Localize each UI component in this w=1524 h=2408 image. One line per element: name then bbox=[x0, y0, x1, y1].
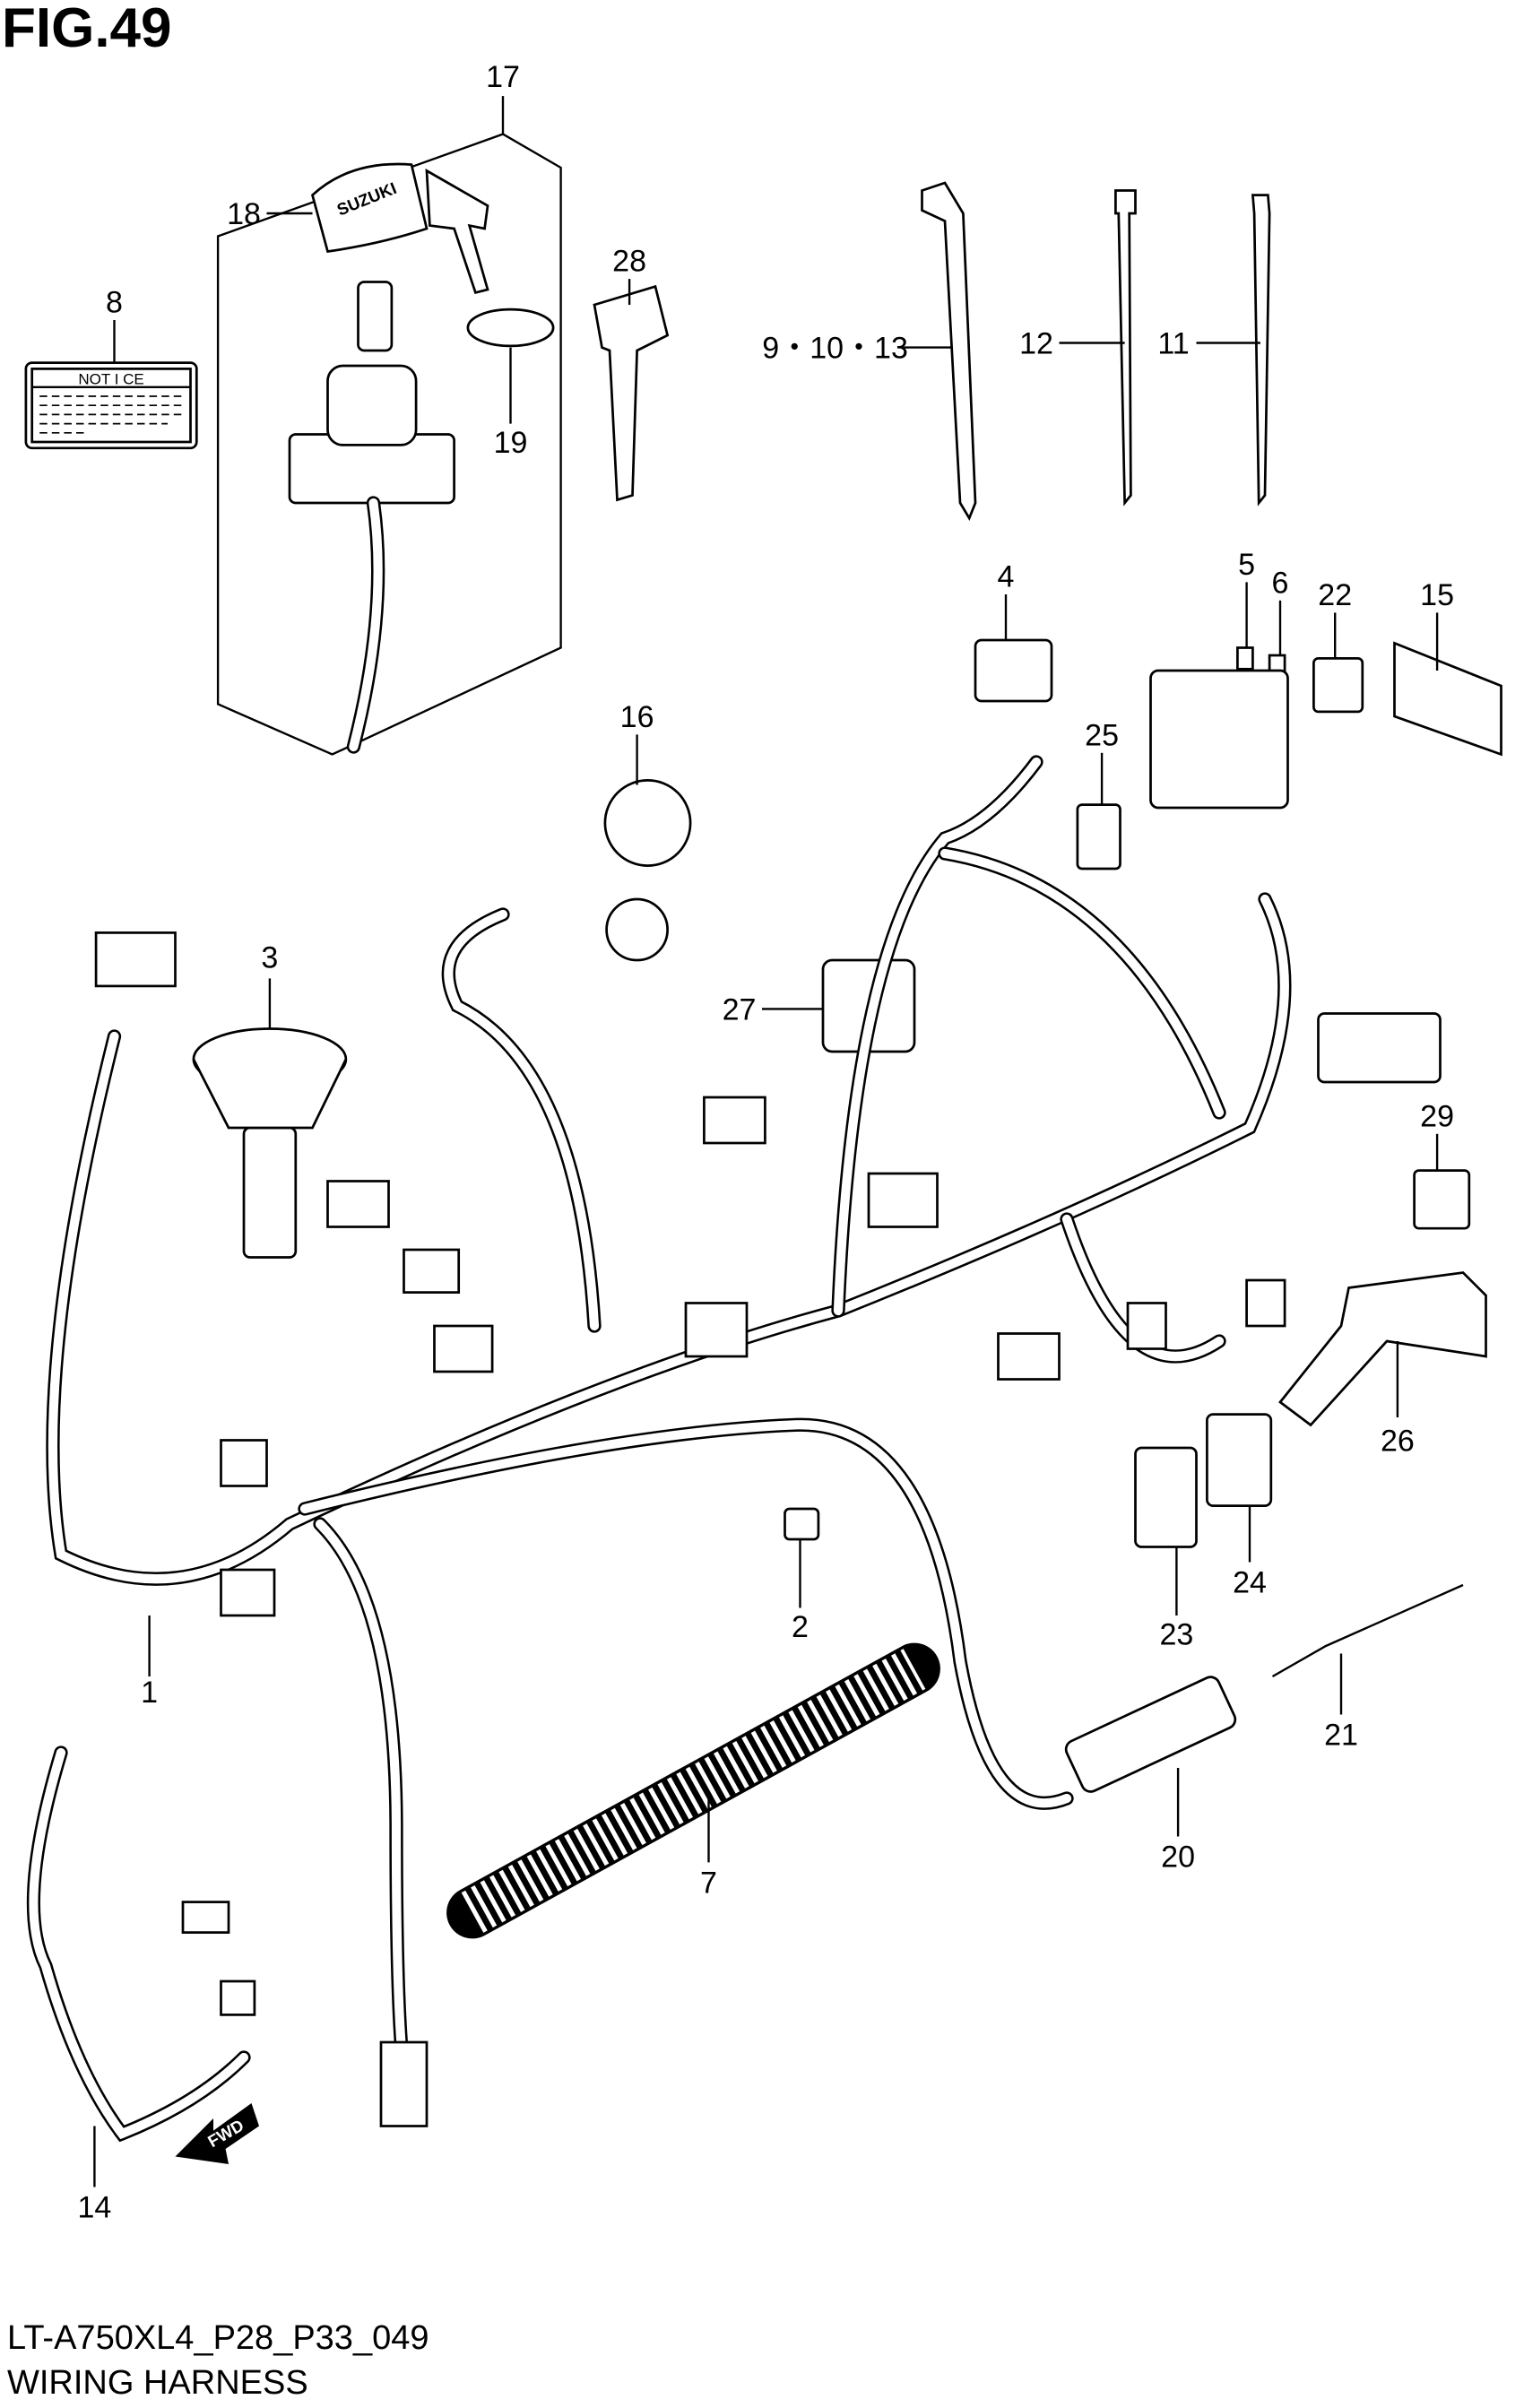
callout-number: 19 bbox=[494, 426, 528, 460]
harness-connectors bbox=[94, 931, 1442, 2127]
callout-number: 27 bbox=[723, 992, 757, 1026]
callout-number: 12 bbox=[1019, 326, 1053, 360]
cap-4 bbox=[974, 638, 1053, 703]
callout-number: 22 bbox=[1318, 578, 1352, 612]
key-28 bbox=[593, 284, 670, 502]
callout-number: 6 bbox=[1272, 566, 1289, 600]
coupler-29 bbox=[1413, 1169, 1471, 1230]
ignition-switch bbox=[288, 281, 455, 754]
callout-number: 14 bbox=[77, 2191, 111, 2225]
callout-number: 25 bbox=[1085, 718, 1119, 752]
bracket-15 bbox=[1393, 641, 1502, 757]
diagram-caption: WIRING HARNESS bbox=[7, 2364, 308, 2402]
callout-number: 2 bbox=[792, 1610, 809, 1644]
spring-21 bbox=[1271, 1583, 1464, 1678]
key-with-cap: SUZUKI bbox=[310, 162, 489, 295]
cable-tie-11 bbox=[1251, 194, 1271, 507]
fuse-5 bbox=[1236, 646, 1254, 671]
callout-number: 21 bbox=[1324, 1719, 1358, 1753]
callout-number: 18 bbox=[227, 197, 261, 231]
callout-number: 23 bbox=[1159, 1617, 1193, 1651]
corrugated-tube-7 bbox=[446, 1642, 940, 1939]
callout-number: 16 bbox=[620, 700, 654, 734]
nut-19 bbox=[466, 307, 555, 348]
notice-label: NOT I CE bbox=[24, 361, 198, 450]
callout-number: 29 bbox=[1420, 1099, 1454, 1133]
socket-16 bbox=[603, 779, 692, 962]
cable-tie-12 bbox=[1114, 189, 1137, 507]
callout-number: 28 bbox=[612, 245, 646, 279]
callout-number: 7 bbox=[700, 1866, 717, 1900]
callout-number: 9・10・13 bbox=[762, 332, 908, 366]
notice-label-text: NOT I CE bbox=[78, 370, 143, 387]
cap-2 bbox=[784, 1507, 820, 1541]
callout-number: 26 bbox=[1381, 1424, 1415, 1458]
cable-tie-9-10-13 bbox=[921, 181, 977, 522]
callout-number: 4 bbox=[998, 559, 1015, 593]
callout-number: 17 bbox=[486, 60, 520, 94]
fuse-box bbox=[1149, 669, 1289, 810]
callout-number: 24 bbox=[1233, 1566, 1267, 1600]
callout-number: 20 bbox=[1161, 1841, 1195, 1875]
bracket-26 bbox=[1278, 1271, 1487, 1427]
grommet-3 bbox=[192, 1027, 348, 1259]
relay-22 bbox=[1312, 657, 1364, 714]
callout-number: 15 bbox=[1420, 578, 1454, 612]
callout-number: 11 bbox=[1157, 326, 1189, 360]
cover-24 bbox=[1206, 1413, 1273, 1507]
sensor-20 bbox=[1064, 1676, 1237, 1793]
callout-number: 3 bbox=[261, 941, 278, 975]
cover-23 bbox=[1134, 1446, 1198, 1548]
coupler-25 bbox=[1076, 803, 1121, 871]
callout-number: 5 bbox=[1238, 548, 1255, 582]
callout-number: 8 bbox=[106, 286, 123, 320]
fwd-arrow: FWD bbox=[175, 2103, 259, 2164]
callout-number: 1 bbox=[141, 1676, 158, 1710]
figure-title: FIG.49 bbox=[2, 0, 172, 59]
diagram-code: LT-A750XL4_P28_P33_049 bbox=[7, 2319, 429, 2357]
